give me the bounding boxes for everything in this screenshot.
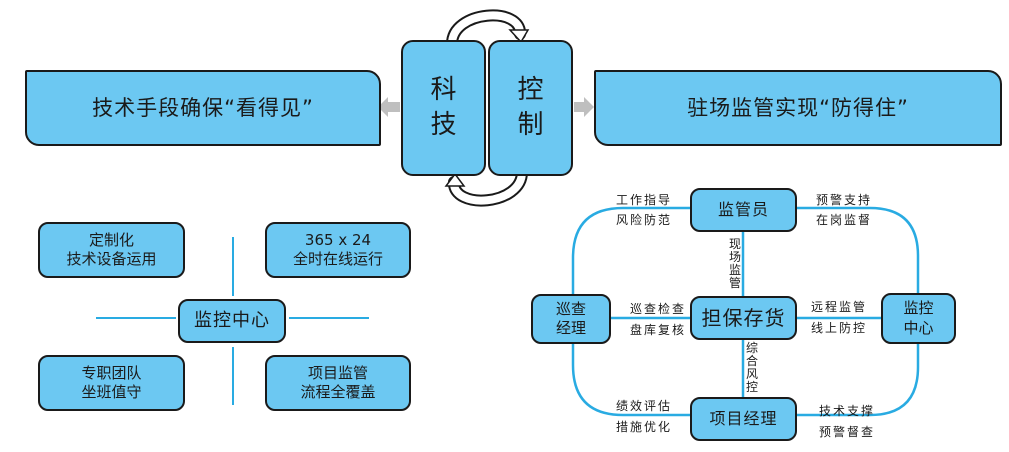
label-work-guidance: 工作指导: [616, 193, 673, 207]
label-online-control: 线上防控: [811, 321, 868, 335]
tech-ensures-visible-box: 技术手段确保“看得见”: [25, 70, 381, 146]
control-box: 控 制: [488, 40, 573, 176]
project-manager-box: 项目经理: [690, 397, 797, 441]
vertical-char: 风: [745, 367, 758, 381]
label-integrated-risk-control-vertical: 综 合 风 控: [745, 342, 759, 394]
vertical-char: 管: [728, 276, 741, 290]
arrow-left-icon: [378, 97, 400, 117]
arrow-right-icon: [574, 97, 594, 117]
label-patrol-inspection: 巡查检查: [630, 302, 687, 316]
collateral-inventory-label: 担保存货: [701, 305, 786, 330]
project-supervision-box: 项目监管 流程全覆盖: [265, 355, 411, 411]
monitoring-center-box: 监控中心: [178, 299, 286, 343]
right-loop-lines: [571, 206, 920, 417]
cycle-arrow-top-icon: [446, 9, 530, 50]
vertical-char: 场: [728, 250, 741, 264]
cycle-arrow-bottom-icon: [444, 166, 528, 207]
vertical-char: 合: [745, 354, 758, 368]
box-line: 经理: [555, 319, 586, 337]
monitor-center-box: 监控 中心: [881, 293, 956, 344]
collateral-inventory-box: 担保存货: [690, 296, 797, 340]
box-line: 技术设备运用: [66, 250, 157, 268]
box-line: 巡查: [555, 299, 586, 318]
label-warning-support: 预警支持: [816, 193, 873, 207]
tech-ensures-visible-label: 技术手段确保“看得见”: [92, 95, 314, 120]
patrol-manager-box: 巡查 经理: [531, 294, 611, 344]
fulltime-online-box: 365 x 24 全时在线运行: [265, 222, 411, 278]
vertical-char: 综: [745, 341, 758, 355]
left-cross-lines: [96, 237, 369, 405]
box-line: 定制化: [88, 231, 134, 250]
box-line: 坐班值守: [81, 383, 142, 401]
vertical-char: 控: [745, 380, 758, 394]
box-line: 流程全覆盖: [300, 383, 376, 401]
supervisor-box: 监管员: [690, 188, 797, 232]
label-measure-optimize: 措施优化: [616, 420, 673, 434]
custom-tech-equipment-box: 定制化 技术设备运用: [38, 222, 185, 278]
control-char-2: 制: [517, 110, 544, 140]
onsite-supervision-box: 驻场监管实现“防得住”: [594, 70, 1002, 146]
label-inventory-recheck: 盘库复核: [630, 323, 687, 337]
box-line: 全时在线运行: [292, 250, 383, 268]
box-line: 中心: [903, 318, 934, 337]
onsite-supervision-label: 驻场监管实现“防得住”: [687, 95, 909, 120]
label-warning-inspection: 预警督查: [819, 425, 876, 439]
label-tech-support: 技术支撑: [819, 404, 876, 418]
monitoring-center-label: 监控中心: [194, 309, 270, 331]
vertical-char: 现: [728, 237, 741, 251]
dedicated-team-box: 专职团队 坐班值守: [38, 355, 185, 411]
technology-box: 科 技: [401, 40, 486, 176]
project-manager-label: 项目经理: [709, 409, 778, 428]
box-line: 监控: [903, 299, 934, 317]
label-remote-supervision: 远程监管: [811, 300, 868, 314]
control-char-1: 控: [517, 74, 544, 105]
technology-char-2: 技: [430, 110, 457, 140]
label-performance-eval: 绩效评估: [616, 399, 673, 413]
vertical-char: 监: [728, 263, 741, 277]
label-onduty-supervision: 在岗监督: [816, 213, 873, 227]
technology-char-1: 科: [430, 74, 457, 105]
box-line: 专职团队: [81, 364, 142, 383]
label-onsite-supervision-vertical: 现 场 监 管: [728, 238, 742, 290]
supervisor-label: 监管员: [717, 200, 769, 219]
label-risk-prevention: 风险防范: [616, 213, 673, 227]
box-line: 365 x 24: [304, 231, 372, 250]
box-line: 项目监管: [307, 364, 368, 383]
